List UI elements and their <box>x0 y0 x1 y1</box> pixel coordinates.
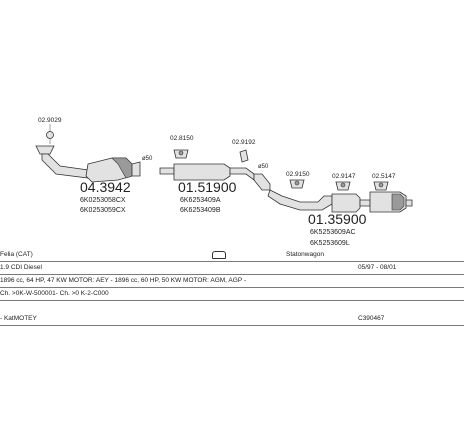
tailpipe <box>405 199 413 207</box>
front-pipe-assembly <box>35 145 141 183</box>
front-outlet-flange <box>131 161 141 177</box>
clamp-6-ref: 02.5147 <box>372 173 396 180</box>
chassis-text: Ch. >0K-W-500001- Ch. >0 K-2-C000 <box>0 290 109 297</box>
clamp-2-ref: 02.8150 <box>170 135 194 142</box>
clamp-5: 02.9147 <box>332 173 356 191</box>
clamp-3: 02.9192 <box>232 139 256 163</box>
spec-text: 1896 cc, 64 HP, 47 KW MOTOR: AEY - 1896 … <box>0 277 247 284</box>
info-row-engine: 1.9 CDI Diesel 05/97 - 08/01 <box>0 262 464 275</box>
catalog-code: C390467 <box>358 315 385 322</box>
diameter-label-1: ø50 <box>142 156 153 162</box>
front-oe-1: 6K0253058CX <box>80 197 126 204</box>
middle-oe-2: 6K6253409B <box>180 207 221 214</box>
clamp-3-ref: 02.9192 <box>232 139 256 146</box>
exhaust-system-diagram: 02.9029 04.3942 6K0253058CX 6K0253059CX … <box>35 117 413 247</box>
clamp-3-icon <box>239 149 249 163</box>
model-text: Felia (CAT) <box>0 251 33 258</box>
middle-oe-1: 6K6253409A <box>180 197 221 204</box>
front-part-number: 04.3942 <box>80 179 131 195</box>
rear-front-pipe <box>267 189 333 211</box>
rear-oe-1: 6K5253609AC <box>310 229 356 236</box>
info-row-spec: 1896 cc, 64 HP, 47 KW MOTOR: AEY - 1896 … <box>0 275 464 288</box>
clamp-1: 02.9029 <box>38 117 62 144</box>
rear-part-number: 01.35900 <box>308 211 367 227</box>
intermediate-pipe <box>253 173 271 191</box>
rear-muffler-shade <box>391 193 405 211</box>
info-row-chassis: Ch. >0K-W-500001- Ch. >0 K-2-C000 <box>0 288 464 301</box>
diameter-label-2: ø50 <box>258 164 269 170</box>
clamp-5-ref: 02.9147 <box>332 173 356 180</box>
info-row-model: Felia (CAT) Statonwagon <box>0 249 464 262</box>
rear-muffler-1 <box>331 193 361 213</box>
middle-part-number: 01.51900 <box>178 179 237 195</box>
rear-oe-2: 6K5253609L <box>310 240 350 247</box>
clamp-6: 02.5147 <box>372 173 396 191</box>
clamp-1-ref: 02.9029 <box>38 117 62 124</box>
middle-inlet-pipe <box>159 167 175 175</box>
clamp-4: 02.9150 <box>286 171 310 189</box>
front-flange <box>35 145 55 155</box>
rear-pipe-assembly <box>267 189 413 213</box>
car-icon <box>212 250 226 260</box>
info-row-code: - KatMOTEY C390467 <box>0 301 464 326</box>
resonator <box>173 163 231 181</box>
clamp-2: 02.8150 <box>170 135 194 159</box>
rear-link-pipe <box>359 199 371 207</box>
engine-text: 1.9 CDI Diesel <box>0 264 42 271</box>
front-downpipe <box>41 153 89 179</box>
body-type-text: Statonwagon <box>286 251 324 258</box>
period-text: 05/97 - 08/01 <box>358 264 397 271</box>
clamp-1-icon <box>46 131 54 139</box>
front-oe-2: 6K0253059CX <box>80 207 126 214</box>
clamp-4-ref: 02.9150 <box>286 171 310 178</box>
middle-pipe-assembly <box>159 163 255 181</box>
extra-text: - KatMOTEY <box>0 315 37 322</box>
